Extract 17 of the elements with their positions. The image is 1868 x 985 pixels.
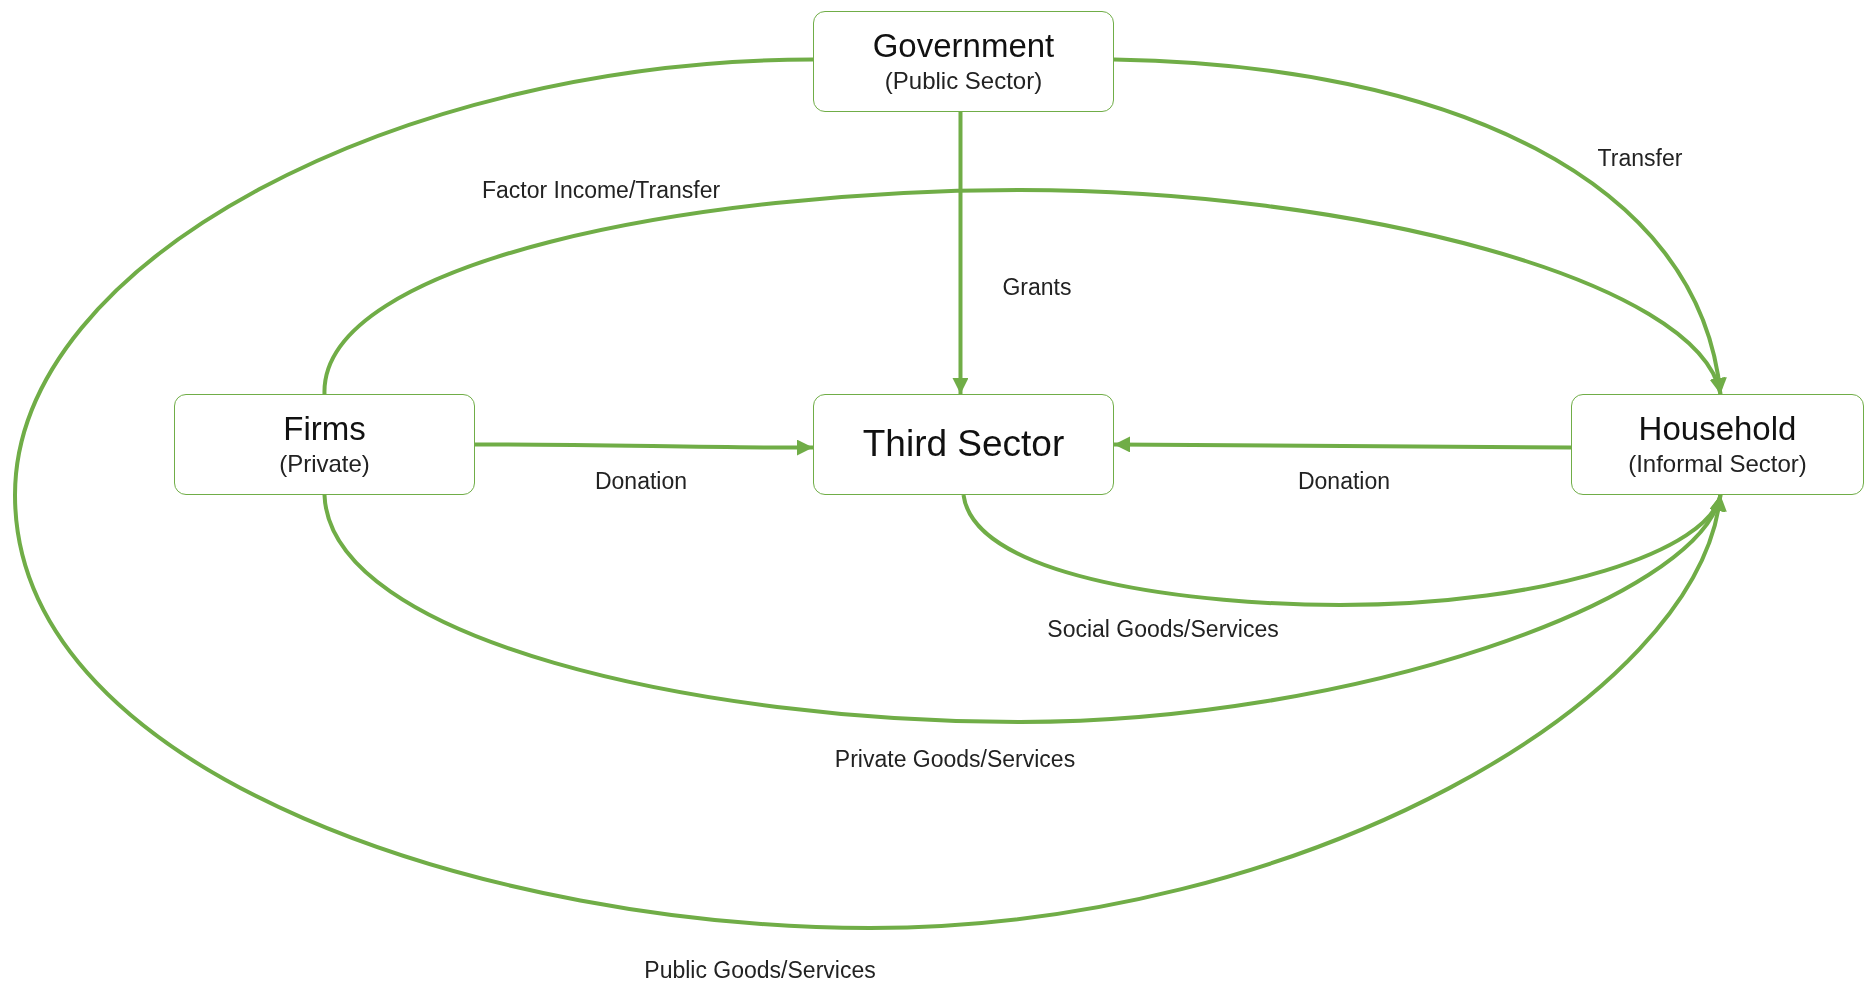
sector-name: Third Sector bbox=[862, 424, 1065, 465]
sector-box bbox=[813, 394, 1114, 495]
sector-name: Firms bbox=[283, 411, 366, 448]
arrow bbox=[1114, 436, 1571, 453]
sector-name: Government bbox=[872, 28, 1055, 65]
sector-name: Household bbox=[1638, 411, 1797, 448]
arrow bbox=[475, 439, 813, 456]
arrow bbox=[322, 188, 1723, 395]
sector-box bbox=[1571, 394, 1864, 495]
sector-box bbox=[174, 394, 475, 495]
sector-subtitle: (Informal Sector) bbox=[1628, 451, 1807, 478]
sector-subtitle: (Private) bbox=[279, 451, 370, 478]
arrow bbox=[13, 57, 1725, 930]
arrow bbox=[322, 494, 1723, 724]
sector-box bbox=[813, 11, 1114, 112]
sector-subtitle: (Public Sector) bbox=[884, 68, 1043, 95]
arrow bbox=[952, 112, 969, 394]
